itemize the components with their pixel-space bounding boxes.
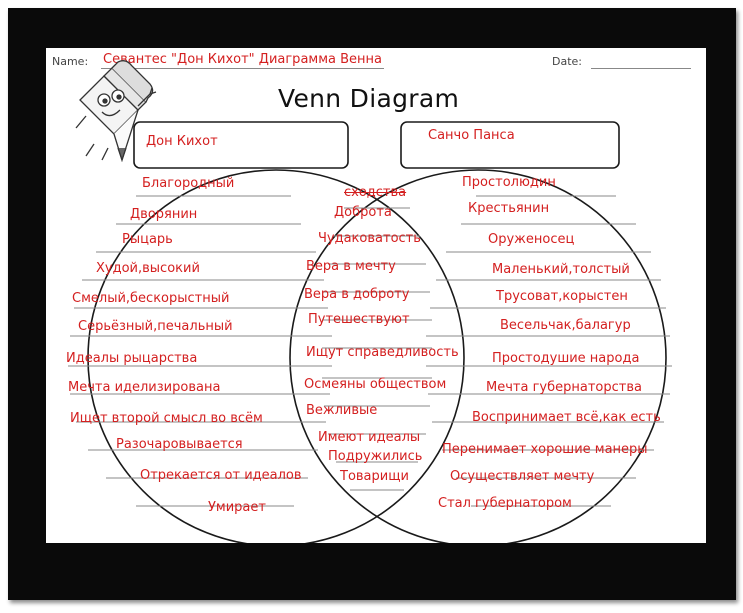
left-item: Дворянин bbox=[130, 207, 198, 222]
common-item: Имеют идеалы bbox=[318, 430, 421, 445]
left-item: Смелый,бескорыстный bbox=[72, 291, 230, 306]
left-item: Благородный bbox=[142, 176, 235, 191]
right-item: Оруженосец bbox=[488, 232, 575, 247]
date-label: Date: bbox=[552, 55, 582, 68]
left-item: Идеалы рыцарства bbox=[66, 351, 198, 366]
right-item: Стал губернатором bbox=[438, 496, 572, 511]
page-title: Venn Diagram bbox=[278, 84, 460, 113]
left-circle bbox=[87, 169, 465, 543]
common-item: Подружились bbox=[328, 449, 423, 464]
common-item: Товарищи bbox=[340, 469, 409, 484]
right-item: Весельчак,балагур bbox=[500, 318, 631, 333]
left-item: Рыцарь bbox=[122, 232, 173, 247]
right-item: Простолюдин bbox=[462, 175, 556, 190]
right-item: Трусоват,корыстен bbox=[496, 289, 628, 304]
right-item: Простодушие народа bbox=[492, 351, 640, 366]
name-value: Севантес "Дон Кихот" Диаграмма Венна bbox=[101, 52, 384, 69]
date-field-line bbox=[591, 68, 691, 69]
common-item: Доброта bbox=[334, 205, 392, 220]
right-item: Крестьянин bbox=[468, 201, 550, 216]
worksheet: Name: Севантес "Дон Кихот" Диаграмма Вен… bbox=[46, 48, 706, 543]
right-name-box bbox=[400, 121, 620, 169]
right-item: Маленький,толстый bbox=[492, 262, 630, 277]
right-item: Воспринимает всё,как есть bbox=[472, 410, 661, 425]
right-item: Мечта губернаторства bbox=[486, 380, 642, 395]
common-item: Чудаковатость bbox=[318, 231, 421, 246]
left-item: Ищет второй смысл во всём bbox=[70, 411, 263, 426]
venn-diagram bbox=[68, 60, 672, 543]
common-item: Вера в мечту bbox=[306, 259, 396, 274]
common-item: Путешествуют bbox=[308, 312, 410, 327]
name-label: Name: bbox=[52, 55, 89, 68]
left-item: Разочаровывается bbox=[116, 437, 243, 452]
right-item: Осуществляет мечту bbox=[450, 469, 595, 484]
common-item: Ищут справедливость bbox=[306, 345, 459, 360]
left-item: Отрекается от идеалов bbox=[140, 468, 302, 483]
writing-lines bbox=[68, 195, 672, 507]
common-item: Вежливые bbox=[306, 403, 378, 418]
common-item: Осмеяны обществом bbox=[304, 377, 447, 392]
left-item: Худой,высокий bbox=[96, 261, 200, 276]
right-set-name: Санчо Панса bbox=[428, 128, 515, 143]
intersection-heading: сходства bbox=[344, 185, 407, 200]
pencil-mascot-icon bbox=[75, 60, 157, 163]
left-item: Серьёзный,печальный bbox=[78, 319, 233, 334]
right-circle bbox=[289, 169, 667, 543]
left-set-name: Дон Кихот bbox=[146, 134, 218, 149]
common-item: Вера в доброту bbox=[304, 287, 410, 302]
left-item: Мечта иделизирована bbox=[68, 380, 221, 395]
right-item: Перенимает хорошие манеры bbox=[442, 442, 648, 457]
left-item: Умирает bbox=[208, 500, 266, 515]
left-name-box bbox=[133, 121, 349, 169]
